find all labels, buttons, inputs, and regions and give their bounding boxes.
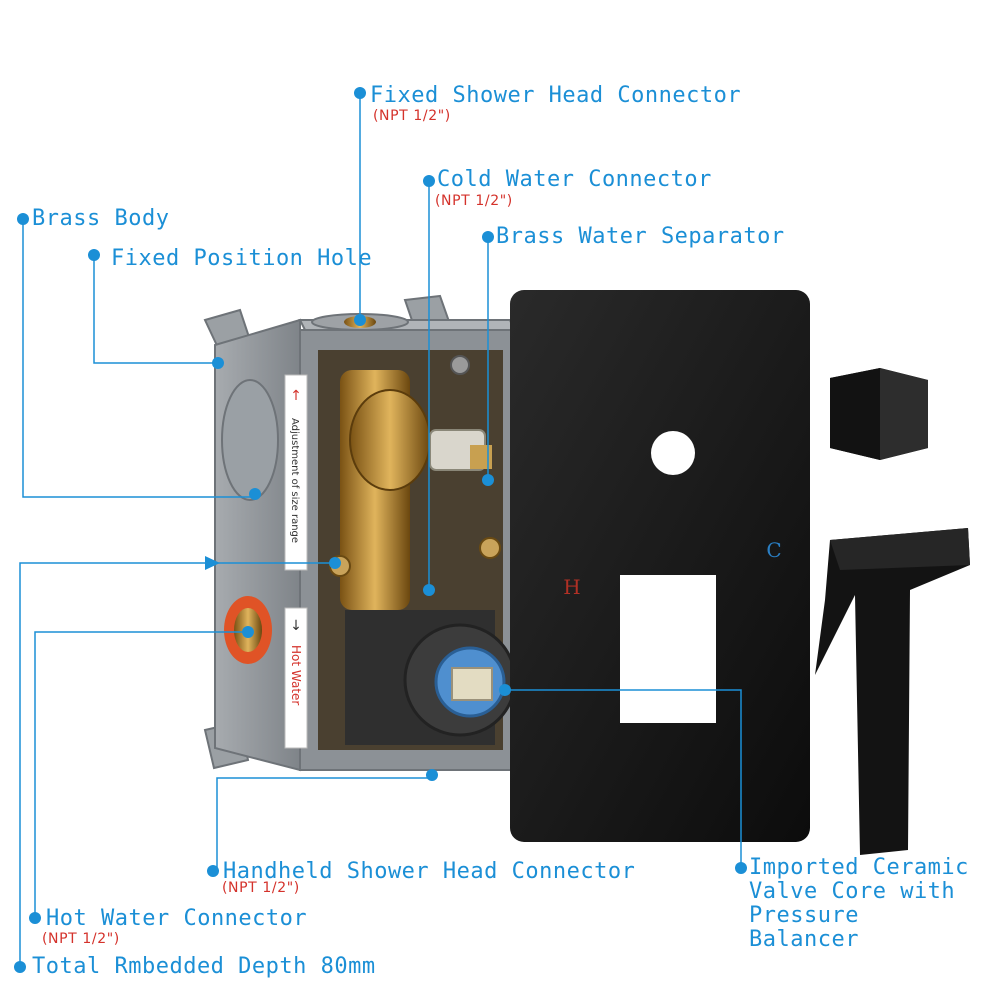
label-brass-water-separator: Brass Water Separator	[496, 224, 785, 249]
label-handheld-shower-head-connector: Handheld Shower Head Connector	[223, 859, 636, 884]
label-fixed-shower-head-connector: Fixed Shower Head Connector	[370, 83, 742, 108]
valve-housing: ↑ ↓ Adjustment of size range Hot Water	[203, 294, 522, 772]
valve-core-line-3: Pressure	[749, 903, 859, 928]
valve-core-line-2: Valve Core with	[749, 879, 956, 904]
label-imported-ceramic-valve-core: Imported Ceramic Valve Core with Pressur…	[749, 856, 989, 952]
hot-mark: H	[563, 575, 580, 599]
label-fixed-position-hole: Fixed Position Hole	[111, 246, 373, 271]
hot-water-sticker-text: Hot Water	[289, 645, 303, 705]
valve-core-line-4: Balancer	[749, 927, 859, 952]
cube-knob	[830, 368, 928, 460]
label-brass-body: Brass Body	[32, 206, 170, 231]
svg-text:↑: ↑	[290, 388, 302, 404]
label-hot-water-connector: Hot Water Connector	[46, 906, 308, 931]
svg-text:↓: ↓	[290, 618, 302, 634]
label-total-embedded-depth: Total Rmbedded Depth 80mm	[32, 954, 376, 979]
lever-handle	[815, 528, 970, 855]
callout-dots	[14, 87, 747, 973]
spec-fixed-shower-head: (NPT 1/2")	[373, 108, 451, 124]
trim-plate: H C	[510, 290, 810, 842]
valve-core-line-1: Imported Ceramic	[749, 855, 969, 880]
spec-handheld-shower-head: (NPT 1/2")	[222, 880, 300, 896]
adjustment-sticker-text: Adjustment of size range	[289, 418, 300, 543]
cold-mark: C	[766, 538, 781, 562]
spec-cold-water: (NPT 1/2")	[435, 193, 513, 209]
spec-hot-water: (NPT 1/2")	[42, 931, 120, 947]
label-cold-water-connector: Cold Water Connector	[437, 167, 712, 192]
